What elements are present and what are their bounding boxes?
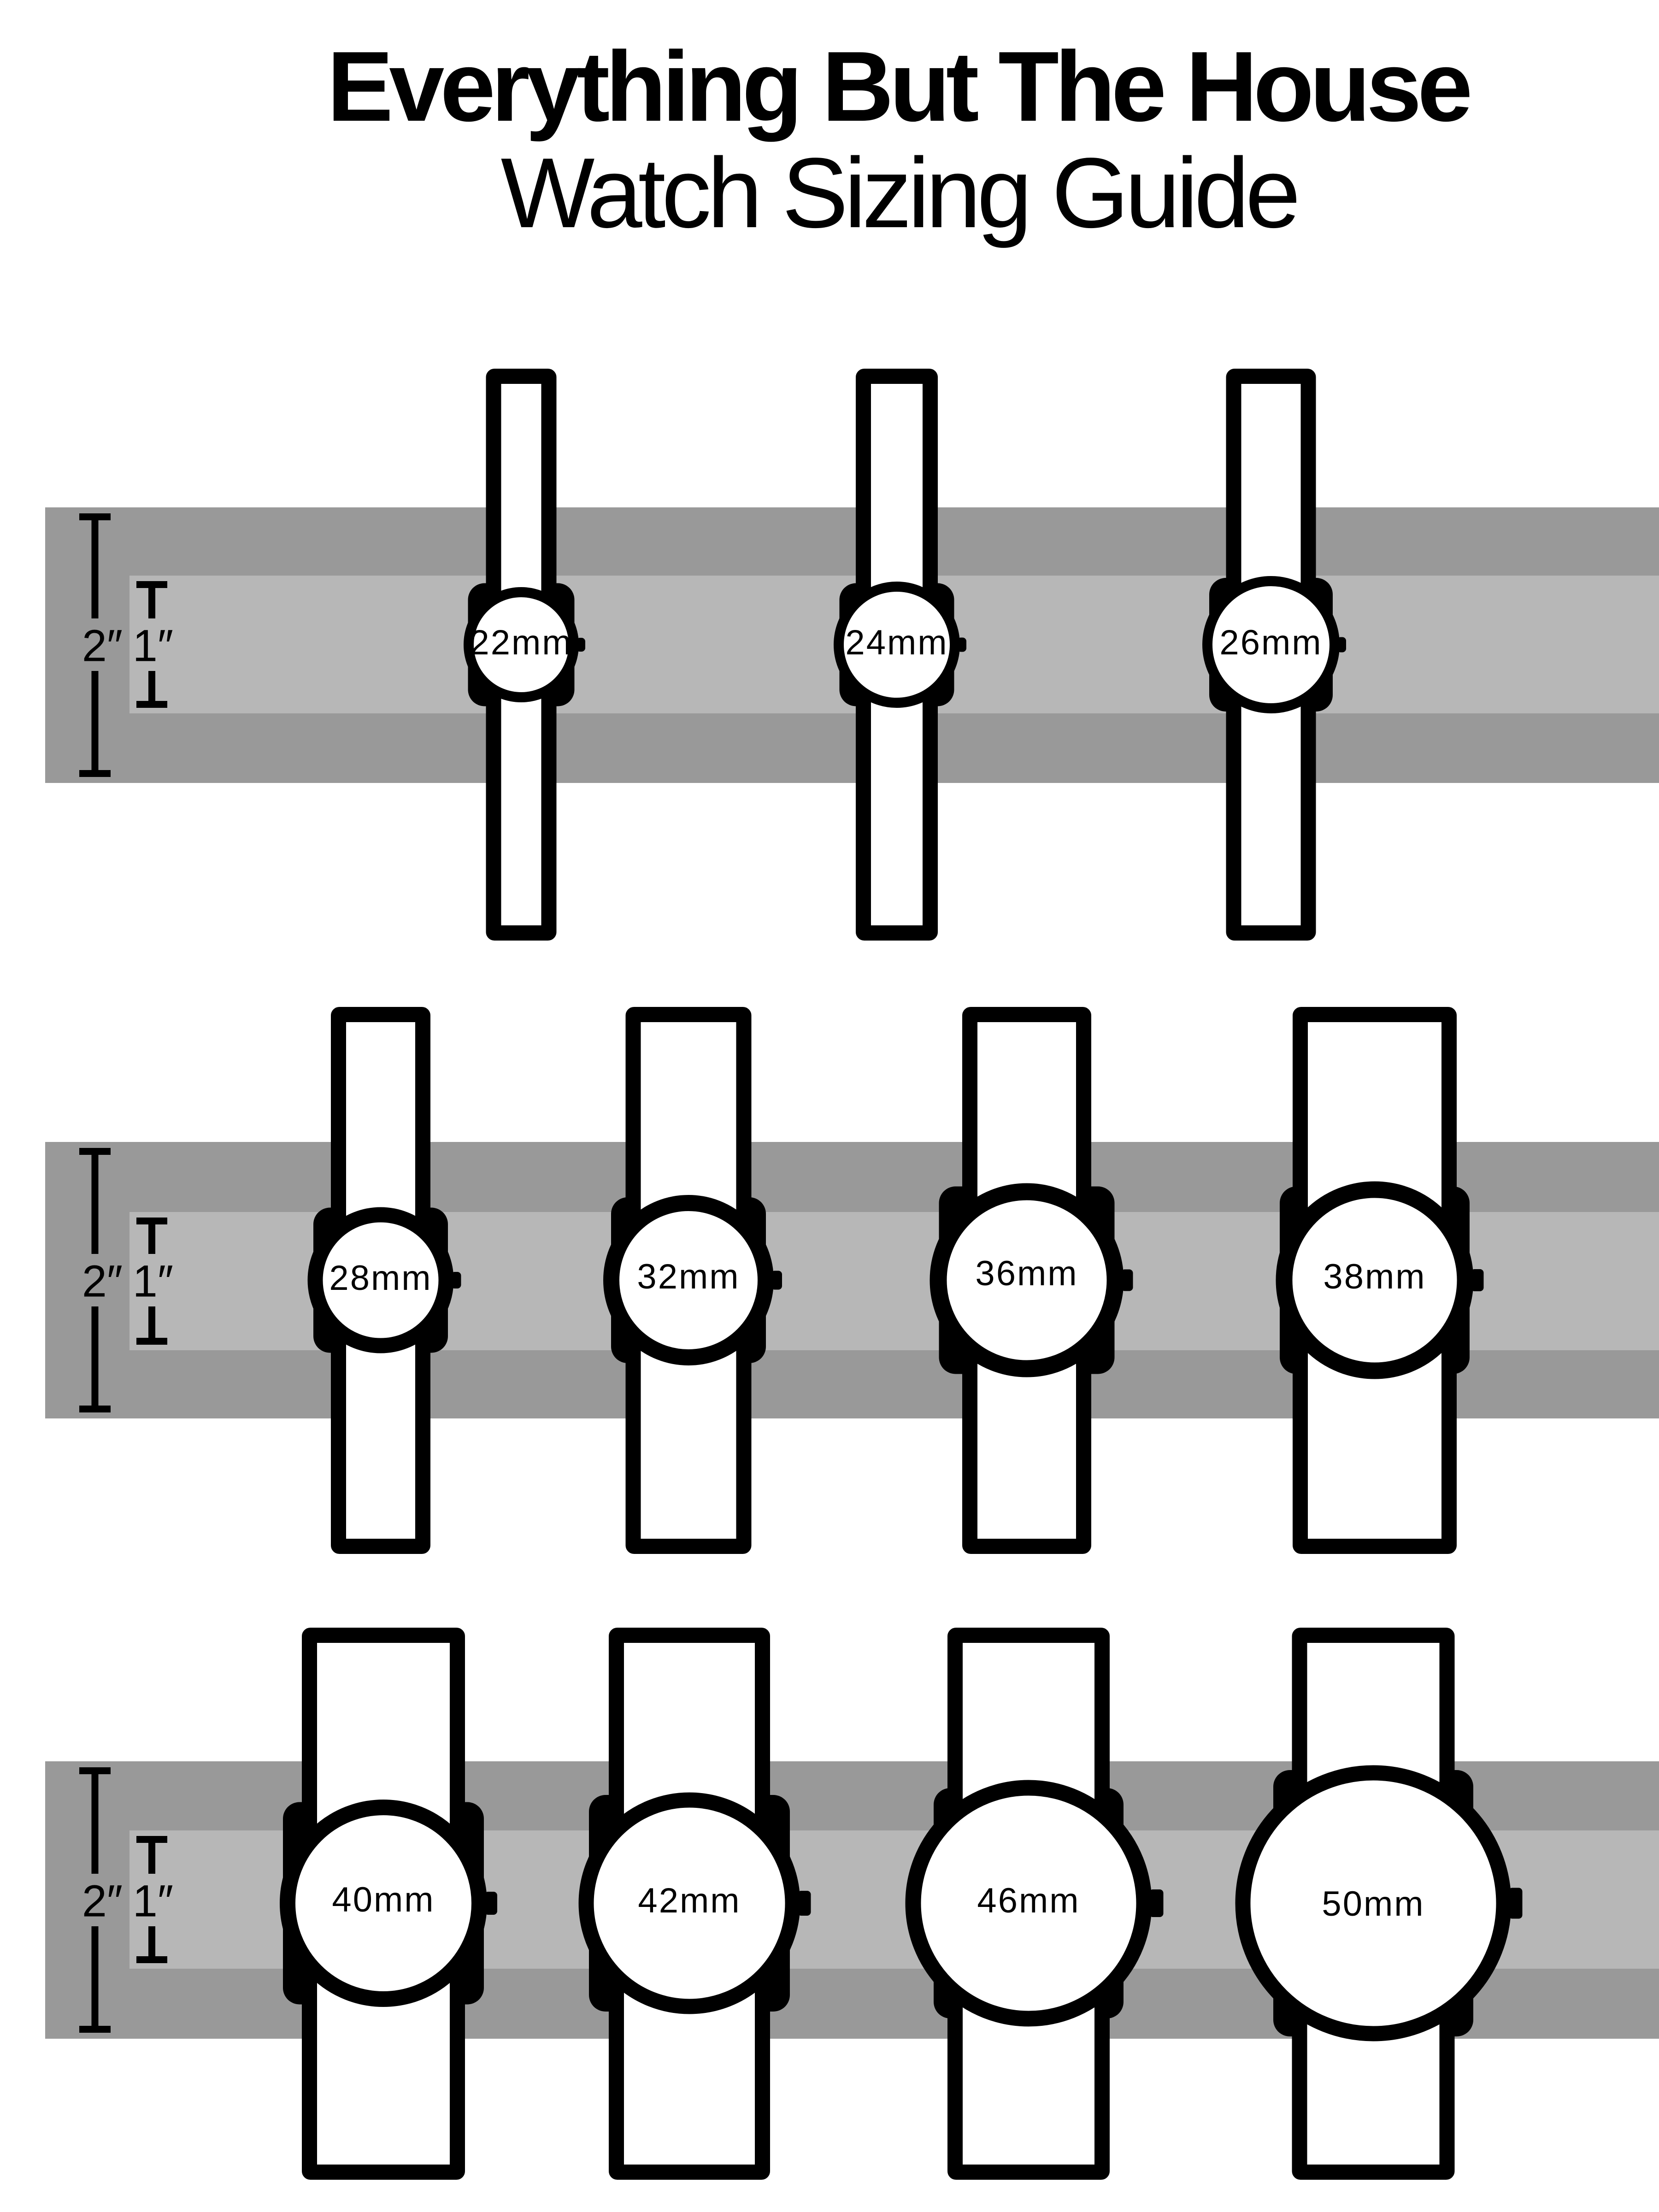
svg-text:40mm: 40mm <box>332 1880 435 1919</box>
svg-text:2″: 2″ <box>82 1256 123 1306</box>
svg-text:2″: 2″ <box>82 621 123 671</box>
svg-text:46mm: 46mm <box>977 1881 1080 1920</box>
svg-text:26mm: 26mm <box>1219 623 1322 662</box>
svg-text:50mm: 50mm <box>1322 1884 1424 1924</box>
svg-text:42mm: 42mm <box>638 1881 741 1920</box>
svg-text:1″: 1″ <box>133 1256 173 1306</box>
svg-text:36mm: 36mm <box>975 1254 1078 1293</box>
svg-text:1″: 1″ <box>133 1876 173 1926</box>
svg-text:24mm: 24mm <box>845 623 948 662</box>
svg-text:28mm: 28mm <box>329 1259 432 1298</box>
svg-text:32mm: 32mm <box>637 1257 740 1296</box>
svg-text:38mm: 38mm <box>1323 1257 1426 1296</box>
svg-text:1″: 1″ <box>133 621 173 671</box>
svg-text:Everything But The House: Everything But The House <box>327 30 1469 142</box>
svg-text:Watch Sizing Guide: Watch Sizing Guide <box>501 137 1297 248</box>
svg-text:2″: 2″ <box>82 1876 123 1926</box>
svg-text:22mm: 22mm <box>470 623 572 662</box>
